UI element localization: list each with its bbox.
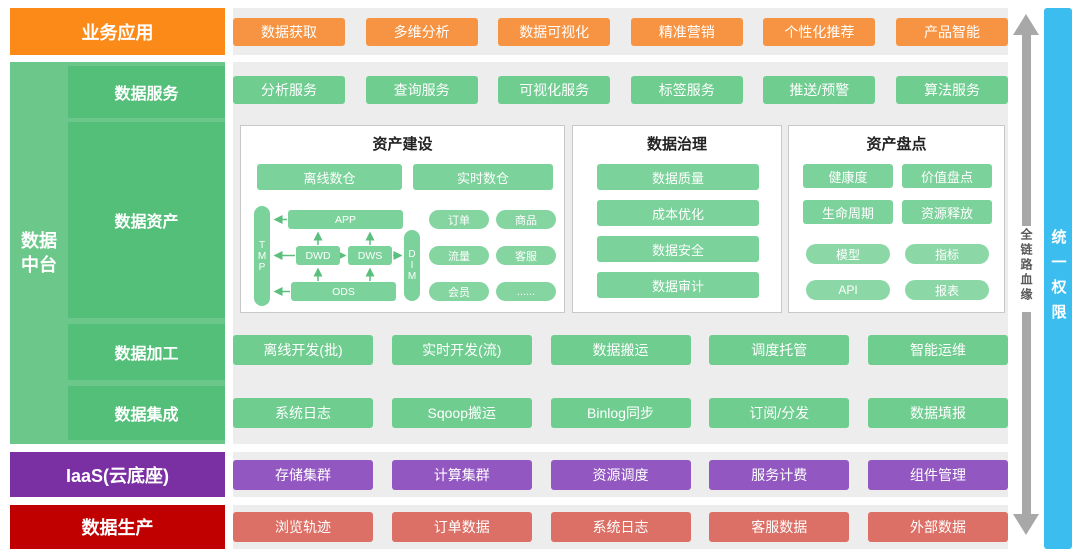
panel-title: 资产建设 xyxy=(372,136,433,153)
tmp-layer-node: TMP xyxy=(254,206,270,306)
panel-title: 数据治理 xyxy=(646,136,707,153)
processing-node: 实时开发(流) xyxy=(391,335,532,365)
processing-node: 数据搬运 xyxy=(550,335,691,365)
panel-data-governance: 数据治理 数据质量 成本优化 数据安全 数据审计 xyxy=(572,125,782,313)
production-node: 订单数据 xyxy=(391,512,532,542)
platform-container: 数据中台 数据服务 数据资产 数据加工 数据集成 xyxy=(10,62,225,444)
business-node: 精准营销 xyxy=(630,17,743,46)
production-node: 外部数据 xyxy=(868,512,1008,542)
sublayer-label-processing: 数据加工 xyxy=(68,324,225,380)
business-node: 个性化推荐 xyxy=(763,17,876,46)
offline-warehouse-node: 离线数仓 xyxy=(257,164,402,190)
iaas-node: 存储集群 xyxy=(233,459,373,490)
data-domain-node: 商品 xyxy=(496,210,556,229)
platform-content: 分析服务 查询服务 可视化服务 标签服务 推送/预警 算法服务 资产建设 离线数… xyxy=(233,62,1008,444)
business-node: 数据获取 xyxy=(233,17,345,46)
layer-label-iaas: IaaS(云底座) xyxy=(10,452,225,497)
lineage-arrow-down-icon xyxy=(1013,514,1039,535)
data-domain-node: 订单 xyxy=(429,210,489,229)
integration-node: 数据填报 xyxy=(868,398,1008,428)
integration-node: Sqoop搬运 xyxy=(391,398,532,428)
inventory-node: 资源释放 xyxy=(902,200,992,224)
service-node: 标签服务 xyxy=(630,76,743,104)
inventory-pill-node: 报表 xyxy=(905,280,989,300)
business-node: 多维分析 xyxy=(365,17,478,46)
panel-asset-inventory: 资产盘点 健康度 价值盘点 生命周期 资源释放 模型 指标 API 报表 xyxy=(788,125,1005,313)
data-domain-node: ...... xyxy=(496,282,556,301)
service-node: 查询服务 xyxy=(365,76,478,104)
sublayer-label-assets: 数据资产 xyxy=(68,122,225,318)
governance-node: 成本优化 xyxy=(597,200,759,226)
lineage-arrow-shaft xyxy=(1022,312,1031,514)
service-node: 算法服务 xyxy=(895,76,1008,104)
layer-label-business: 业务应用 xyxy=(10,8,225,55)
iaas-row: 存储集群 计算集群 资源调度 服务计费 组件管理 xyxy=(233,452,1008,497)
lineage-label: 全链路血缘 xyxy=(1019,228,1033,303)
realtime-warehouse-node: 实时数仓 xyxy=(413,164,553,190)
business-node: 产品智能 xyxy=(895,17,1008,46)
dim-layer-node: DIM xyxy=(404,230,420,301)
inventory-node: 健康度 xyxy=(803,164,893,188)
processing-node: 调度托管 xyxy=(709,335,850,365)
production-row: 浏览轨迹 订单数据 系统日志 客服数据 外部数据 xyxy=(233,505,1008,549)
services-row: 分析服务 查询服务 可视化服务 标签服务 推送/预警 算法服务 xyxy=(233,76,1008,104)
data-domain-node: 会员 xyxy=(429,282,489,301)
governance-node: 数据安全 xyxy=(597,236,759,262)
dwd-layer-node: DWD xyxy=(296,246,340,265)
iaas-node: 组件管理 xyxy=(868,459,1008,490)
panel-title: 资产盘点 xyxy=(866,136,927,153)
ods-layer-node: ODS xyxy=(291,282,396,301)
production-node: 客服数据 xyxy=(709,512,850,542)
processing-node: 离线开发(批) xyxy=(233,335,373,365)
service-node: 推送/预警 xyxy=(763,76,876,104)
iaas-node: 资源调度 xyxy=(550,459,691,490)
integration-node: Binlog同步 xyxy=(550,398,691,428)
layer-label-platform: 数据中台 xyxy=(10,62,68,444)
service-node: 分析服务 xyxy=(233,76,345,104)
service-node: 可视化服务 xyxy=(498,76,611,104)
inventory-pill-node: 模型 xyxy=(806,244,890,264)
business-row: 数据获取 多维分析 数据可视化 精准营销 个性化推荐 产品智能 xyxy=(233,8,1008,55)
layer-label-production: 数据生产 xyxy=(10,505,225,549)
iaas-node: 服务计费 xyxy=(709,459,850,490)
unified-permission-bar: 统一权限 xyxy=(1044,8,1072,549)
production-node: 系统日志 xyxy=(550,512,691,542)
iaas-node: 计算集群 xyxy=(391,459,532,490)
sublayer-label-services: 数据服务 xyxy=(68,66,225,118)
data-domain-node: 客服 xyxy=(496,246,556,265)
integration-node: 系统日志 xyxy=(233,398,373,428)
integration-row: 系统日志 Sqoop搬运 Binlog同步 订阅/分发 数据填报 xyxy=(233,398,1008,428)
processing-row: 离线开发(批) 实时开发(流) 数据搬运 调度托管 智能运维 xyxy=(233,335,1008,365)
sublayer-label-integration: 数据集成 xyxy=(68,386,225,440)
lineage-arrow-shaft xyxy=(1022,34,1031,226)
panel-asset-construction: 资产建设 离线数仓 实时数仓 TMP APP xyxy=(240,125,565,313)
inventory-node: 价值盘点 xyxy=(902,164,992,188)
lineage-arrow-up-icon xyxy=(1013,14,1039,35)
data-domain-node: 流量 xyxy=(429,246,489,265)
inventory-pill-node: API xyxy=(806,280,890,300)
app-layer-node: APP xyxy=(288,210,403,229)
processing-node: 智能运维 xyxy=(868,335,1008,365)
production-node: 浏览轨迹 xyxy=(233,512,373,542)
inventory-pill-node: 指标 xyxy=(905,244,989,264)
integration-node: 订阅/分发 xyxy=(709,398,850,428)
governance-node: 数据审计 xyxy=(597,272,759,298)
dws-layer-node: DWS xyxy=(348,246,392,265)
platform-title-text: 数据中台 xyxy=(21,231,57,275)
business-node: 数据可视化 xyxy=(498,17,611,46)
governance-node: 数据质量 xyxy=(597,164,759,190)
inventory-node: 生命周期 xyxy=(803,200,893,224)
